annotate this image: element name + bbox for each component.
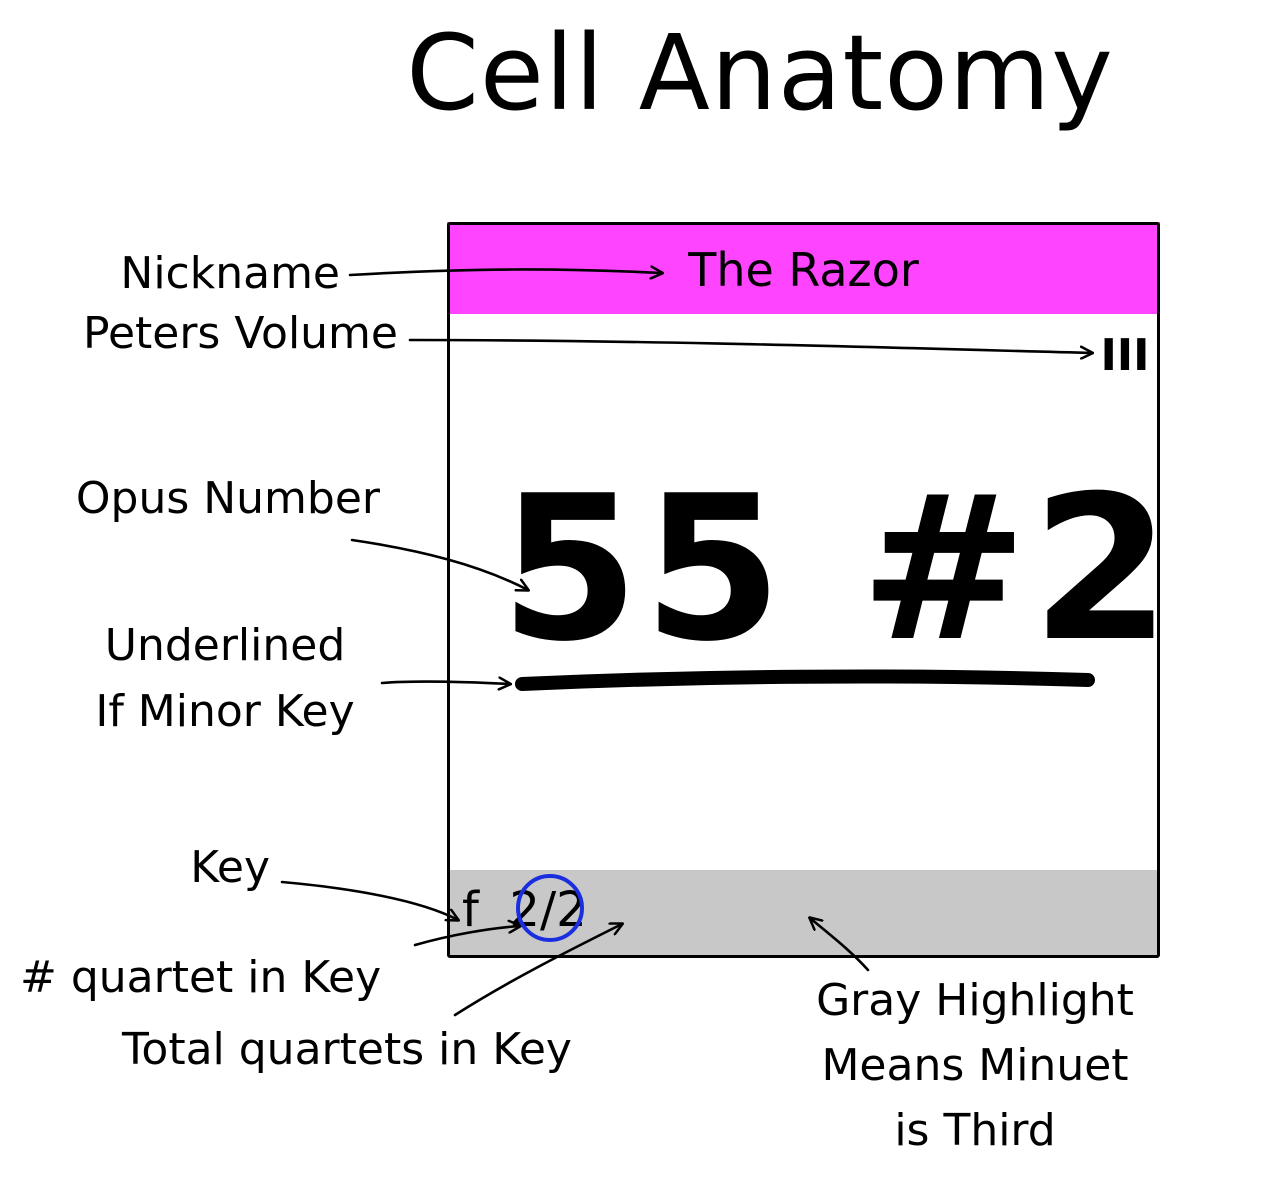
cell-volume: III (1100, 330, 1150, 381)
quartet-number-circle (516, 874, 584, 942)
arrow-key (280, 880, 458, 920)
minor-key-underline (515, 669, 1095, 691)
label-means-minuet: Means Minuet (821, 1040, 1129, 1091)
arrow-gray-highlight (810, 918, 870, 972)
arrow-underline (380, 681, 510, 684)
label-key: Key (190, 842, 270, 893)
nickname-highlight (447, 222, 1160, 314)
arrow-quartet-number (413, 926, 520, 947)
label-nickname: Nickname (120, 248, 340, 299)
cell-frame (447, 222, 1160, 958)
cell-key-letter: f (462, 882, 479, 938)
cell-nickname: The Razor (688, 243, 919, 297)
page-title: Cell Anatomy (406, 12, 1114, 134)
label-underlined: Underlined (104, 620, 346, 671)
label-if-minor-key: If Minor Key (95, 686, 355, 737)
label-is-third: is Third (894, 1105, 1056, 1156)
label-quartet-in-key: # quartet in Key (20, 952, 382, 1003)
label-peters-volume: Peters Volume (82, 308, 398, 359)
label-gray-highlight: Gray Highlight (816, 975, 1134, 1026)
arrow-peters-volume (408, 338, 1092, 353)
arrow-nickname (348, 269, 662, 275)
cell-slash: / (539, 882, 557, 938)
arrow-total-quartets (453, 924, 622, 1017)
label-opus-number: Opus Number (75, 473, 380, 524)
label-total-quartets: Total quartets in Key (122, 1024, 572, 1075)
minuet-gray-highlight (449, 870, 1158, 956)
arrow-opus-number (350, 538, 528, 590)
cell-opus-number: 55 #2 (500, 453, 1175, 686)
